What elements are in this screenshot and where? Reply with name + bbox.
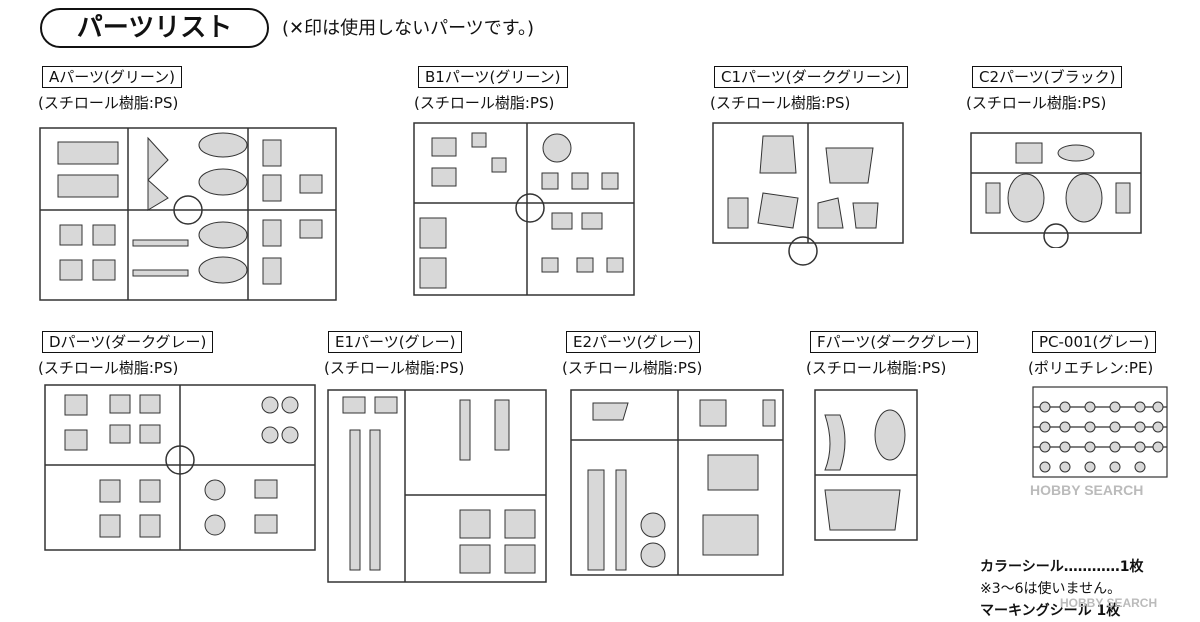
- section-material-e1: (スチロール樹脂:PS): [324, 359, 465, 377]
- runner-d-illustration: [40, 380, 320, 555]
- section-material-pc: (ポリエチレン:PE): [1028, 359, 1154, 377]
- section-label-a: Aパーツ(グリーン): [42, 66, 182, 88]
- section-material-d: (スチロール樹脂:PS): [38, 359, 179, 377]
- page-title: パーツリスト: [40, 8, 269, 48]
- section-material-f: (スチロール樹脂:PS): [806, 359, 947, 377]
- section-material-c2: (スチロール樹脂:PS): [966, 94, 1107, 112]
- runner-e2-illustration: [568, 385, 788, 580]
- color-seal-count: カラーシール…………1枚: [980, 559, 1144, 575]
- section-label-c1: C1パーツ(ダークグリーン): [714, 66, 909, 88]
- section-label-f: Fパーツ(ダークグレー): [810, 331, 979, 353]
- watermark-top: HOBBY SEARCH: [1030, 482, 1144, 498]
- section-material-e2: (スチロール樹脂:PS): [562, 359, 703, 377]
- section-material-a: (スチロール樹脂:PS): [38, 94, 179, 112]
- section-label-e1: E1パーツ(グレー): [328, 331, 463, 353]
- runner-e1-illustration: [325, 385, 550, 585]
- runner-b1-illustration: [412, 118, 637, 300]
- unused-parts-note: (✕印は使用しないパーツです。): [282, 18, 534, 39]
- runner-c2-illustration: [966, 118, 1146, 248]
- section-label-b1: B1パーツ(グリーン): [418, 66, 568, 88]
- runner-a-illustration: [38, 120, 338, 305]
- runner-c1-illustration: [708, 118, 908, 278]
- section-material-b1: (スチロール樹脂:PS): [414, 94, 555, 112]
- section-label-pc: PC-001(グレー): [1032, 331, 1157, 353]
- watermark-bottom: HOBBY SEARCH: [1060, 596, 1158, 610]
- section-label-e2: E2パーツ(グレー): [566, 331, 701, 353]
- runner-pc-illustration: [1030, 382, 1170, 482]
- marking-seal-count: マーキングシール 1枚: [980, 603, 1121, 619]
- section-material-c1: (スチロール樹脂:PS): [710, 94, 851, 112]
- section-label-c2: C2パーツ(ブラック): [972, 66, 1123, 88]
- section-label-d: Dパーツ(ダークグレー): [42, 331, 214, 353]
- runner-f-illustration: [810, 385, 922, 545]
- unused-parts-range-note: ※3〜6は使いません。: [980, 581, 1122, 597]
